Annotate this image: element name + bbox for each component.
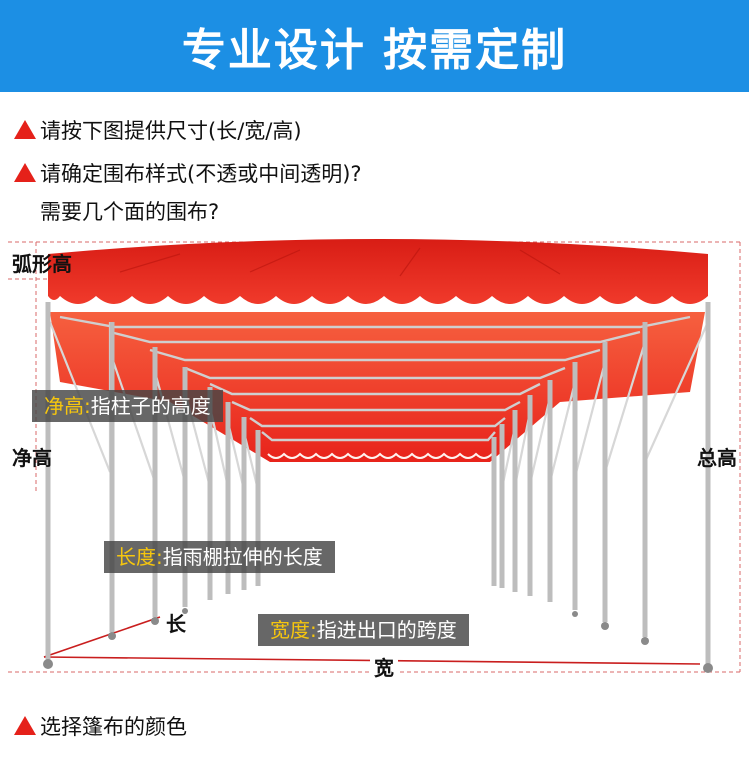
total-height-label: 总高 [697, 446, 737, 470]
instruction-text: 需要几个面的围布? [40, 200, 220, 224]
instruction-text: 请确定围布样式(不透或中间透明)? [40, 162, 362, 186]
instruction-enclosure-style: 请确定围布样式(不透或中间透明)? [14, 160, 362, 188]
note-text: 指柱子的高度 [90, 394, 211, 418]
clear-height-label: 净高 [12, 446, 52, 470]
back-scallop-edge [267, 452, 493, 459]
length-label: 长 [166, 612, 186, 636]
instruction-dimensions: 请按下图提供尺寸(长/宽/高) [14, 117, 302, 145]
width-note: 宽度:指进出口的跨度 [258, 614, 469, 646]
truss-frames [59, 315, 691, 442]
instruction-enclosure-sides: 需要几个面的围布? [40, 198, 219, 226]
arc-height-label: 弧形高 [12, 252, 72, 276]
post-wheels [43, 608, 713, 673]
clear-height-note: 净高:指柱子的高度 [32, 390, 223, 422]
header-banner: 专业设计 按需定制 [0, 0, 749, 92]
right-posts [491, 302, 711, 664]
note-text: 指雨棚拉伸的长度 [162, 545, 323, 569]
instruction-color: 选择篷布的颜色 [14, 713, 187, 741]
triangle-bullet-icon [14, 163, 36, 182]
note-key: 净高: [44, 394, 91, 418]
canopy-illustration [8, 239, 741, 673]
length-note: 长度:指雨棚拉伸的长度 [104, 541, 335, 573]
note-key: 长度: [116, 545, 163, 569]
instruction-text: 选择篷布的颜色 [40, 715, 187, 739]
page-title: 专业设计 按需定制 [181, 25, 568, 76]
triangle-bullet-icon [14, 120, 36, 139]
instruction-text: 请按下图提供尺寸(长/宽/高) [40, 119, 302, 143]
canopy-roof [48, 239, 708, 304]
note-key: 宽度: [270, 618, 317, 642]
note-text: 指进出口的跨度 [316, 618, 457, 642]
width-label: 宽 [370, 656, 398, 680]
triangle-bullet-icon [14, 716, 36, 735]
